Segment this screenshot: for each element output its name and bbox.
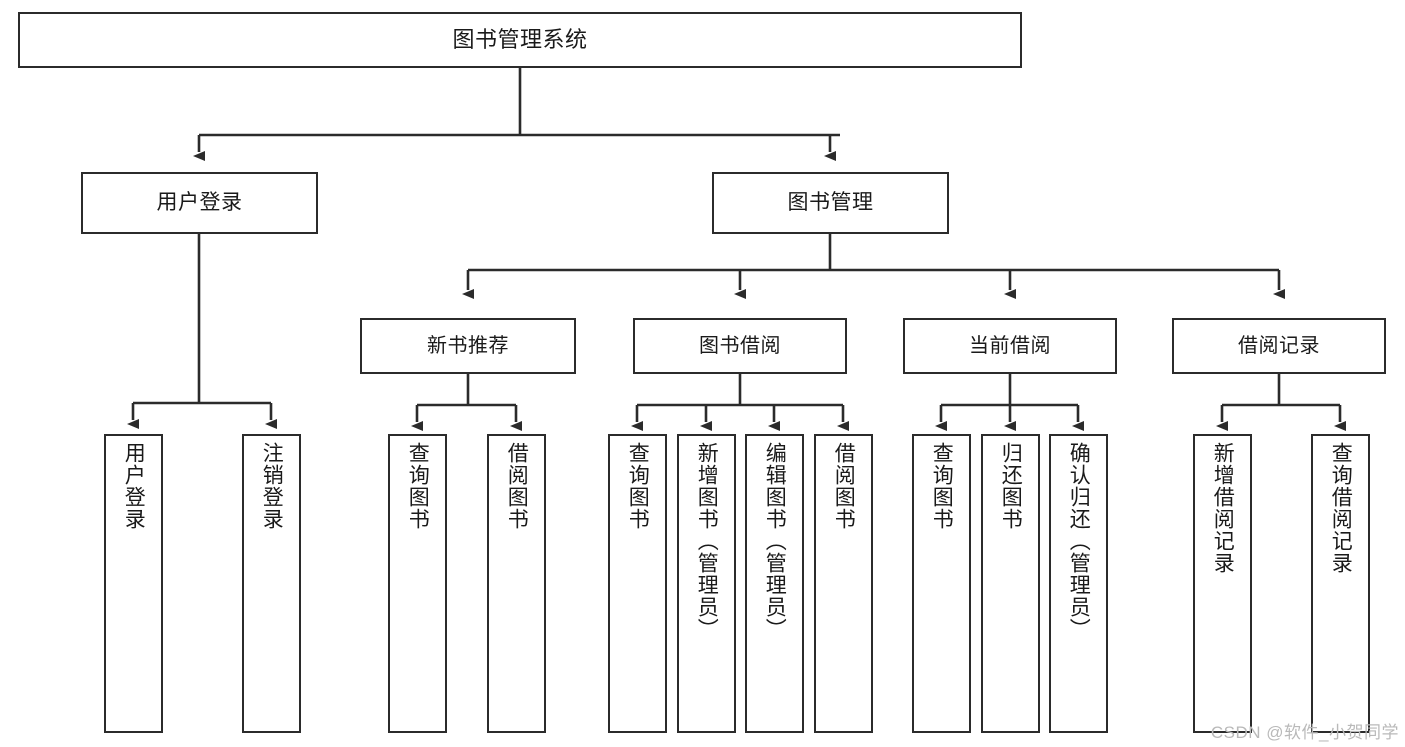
node-label: 当前借阅 xyxy=(969,334,1051,357)
leaf-query-book-recommend[interactable]: 查询图书 xyxy=(388,434,447,733)
node-label: 用户登录 xyxy=(156,191,243,215)
leaf-return-book[interactable]: 归还图书 xyxy=(981,434,1040,733)
node-label: 查询图书 xyxy=(626,442,650,530)
node-label: 图书借阅 xyxy=(699,334,781,357)
leaf-confirm-return-admin[interactable]: 确认归还（管理员） xyxy=(1049,434,1108,733)
node-current-borrow[interactable]: 当前借阅 xyxy=(903,318,1117,374)
leaf-borrow-book-recommend[interactable]: 借阅图书 xyxy=(487,434,546,733)
node-label: 新增借阅记录 xyxy=(1211,442,1235,574)
leaf-edit-book-admin[interactable]: 编辑图书（管理员） xyxy=(745,434,804,733)
watermark-text: CSDN @软件_小贺同学 xyxy=(1210,723,1399,742)
node-label: 查询图书 xyxy=(406,442,430,530)
node-root-system[interactable]: 图书管理系统 xyxy=(18,12,1022,68)
node-label: 查询图书 xyxy=(930,442,954,530)
node-new-book-recommend[interactable]: 新书推荐 xyxy=(360,318,576,374)
node-label: 借阅记录 xyxy=(1238,334,1320,357)
node-label: 图书管理系统 xyxy=(452,26,588,52)
node-label: 借阅图书 xyxy=(505,442,529,530)
node-label: 注销登录 xyxy=(260,442,284,530)
node-label: 新增图书（管理员） xyxy=(695,442,719,640)
node-label: 查询借阅记录 xyxy=(1329,442,1353,574)
node-label: 新书推荐 xyxy=(427,334,509,357)
node-label: 借阅图书 xyxy=(832,442,856,530)
node-label: 图书管理 xyxy=(787,191,874,215)
leaf-query-borrow-record[interactable]: 查询借阅记录 xyxy=(1311,434,1370,733)
leaf-user-login[interactable]: 用户登录 xyxy=(104,434,163,733)
leaf-add-book-admin[interactable]: 新增图书（管理员） xyxy=(677,434,736,733)
node-label: 归还图书 xyxy=(999,442,1023,530)
node-label: 确认归还（管理员） xyxy=(1067,442,1091,640)
leaf-query-book-borrow[interactable]: 查询图书 xyxy=(608,434,667,733)
node-book-management[interactable]: 图书管理 xyxy=(712,172,949,234)
leaf-query-book-current[interactable]: 查询图书 xyxy=(912,434,971,733)
node-book-borrow[interactable]: 图书借阅 xyxy=(633,318,847,374)
leaf-add-borrow-record[interactable]: 新增借阅记录 xyxy=(1193,434,1252,733)
node-user-login[interactable]: 用户登录 xyxy=(81,172,318,234)
leaf-borrow-book[interactable]: 借阅图书 xyxy=(814,434,873,733)
node-label: 用户登录 xyxy=(122,442,146,530)
leaf-logout[interactable]: 注销登录 xyxy=(242,434,301,733)
node-label: 编辑图书（管理员） xyxy=(763,442,787,640)
node-borrow-record[interactable]: 借阅记录 xyxy=(1172,318,1386,374)
